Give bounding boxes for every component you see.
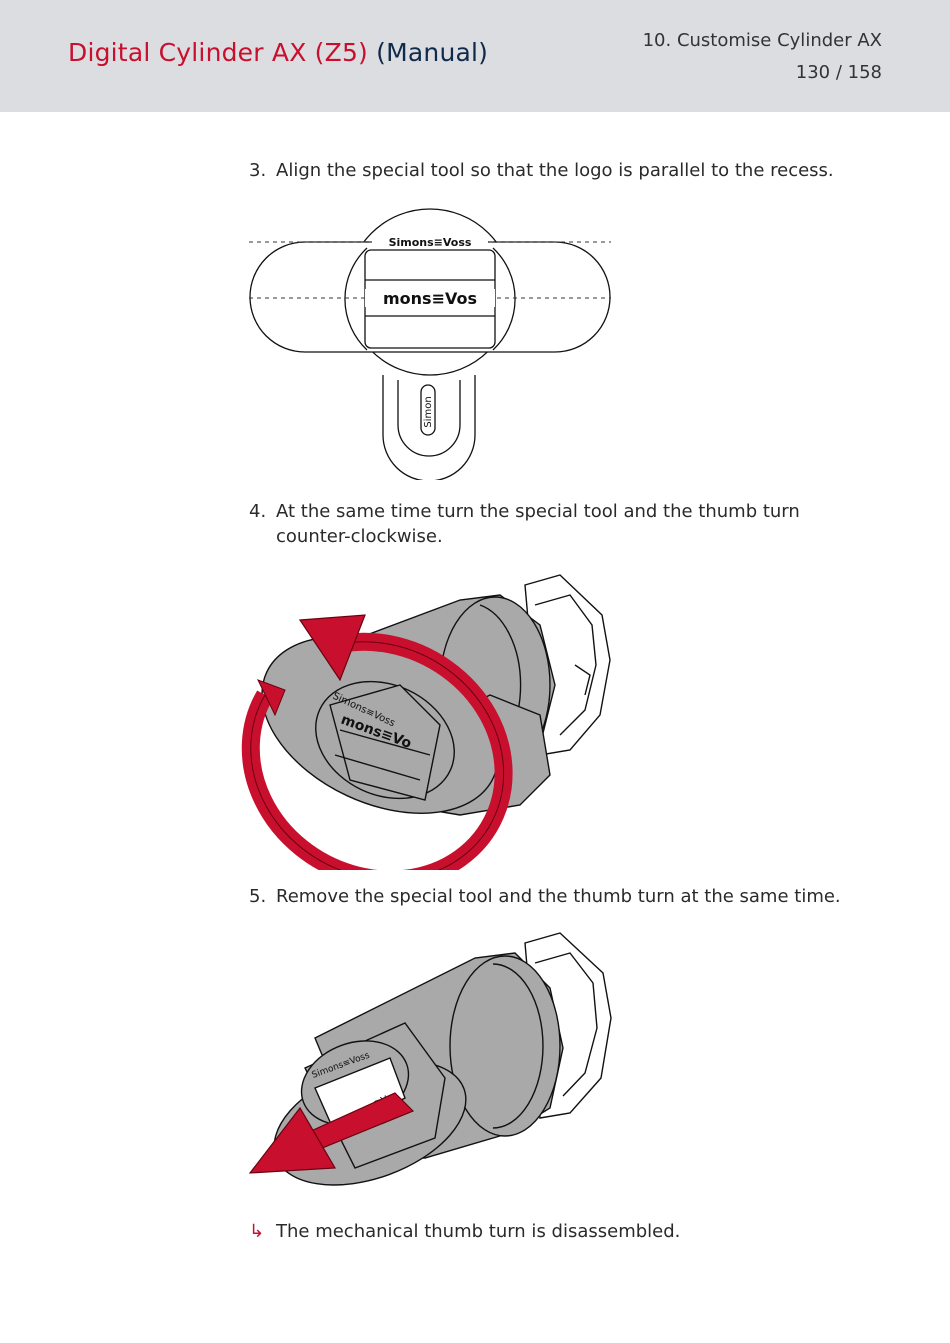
figure-remove-tool: Simons≡Voss ≡V: [248, 932, 612, 1186]
page-header: Digital Cylinder AX (Z5) (Manual) 10. Cu…: [0, 0, 950, 112]
logo-side: Simon: [423, 396, 434, 427]
step-number: 5.: [249, 886, 267, 907]
step-3: 3. Align the special tool so that the lo…: [249, 158, 849, 183]
figure-turn-counterclockwise: Simons≡Voss mons≡Vo: [241, 574, 611, 870]
result-arrow-icon: ↳: [249, 1221, 265, 1242]
chapter-title: 10. Customise Cylinder AX: [642, 30, 882, 51]
step-5: 5. Remove the special tool and the thumb…: [249, 884, 849, 909]
logo-top: Simons≡Voss: [389, 236, 472, 249]
step-text: At the same time turn the special tool a…: [276, 501, 800, 547]
result-text: The mechanical thumb turn is disassemble…: [276, 1221, 681, 1242]
document-title-product: Digital Cylinder AX (Z5): [68, 38, 369, 67]
document-title-type: (Manual): [376, 38, 489, 67]
figure-align-tool: Simons≡Voss mons≡Vos Simon: [249, 208, 611, 480]
page-number: 130 / 158: [795, 62, 882, 83]
step-number: 3.: [249, 160, 267, 181]
step-4: 4. At the same time turn the special too…: [249, 499, 849, 549]
step-text: Remove the special tool and the thumb tu…: [276, 886, 841, 907]
pull-out-arrow-icon: [248, 1092, 415, 1174]
counterclockwise-arrow-icon: [241, 614, 513, 870]
logo-middle: mons≡Vos: [383, 289, 477, 308]
step-text: Align the special tool so that the logo …: [276, 160, 834, 181]
document-title: Digital Cylinder AX (Z5) (Manual): [68, 38, 488, 67]
result-line: ↳ The mechanical thumb turn is disassembl…: [249, 1219, 680, 1244]
step-number: 4.: [249, 501, 267, 522]
